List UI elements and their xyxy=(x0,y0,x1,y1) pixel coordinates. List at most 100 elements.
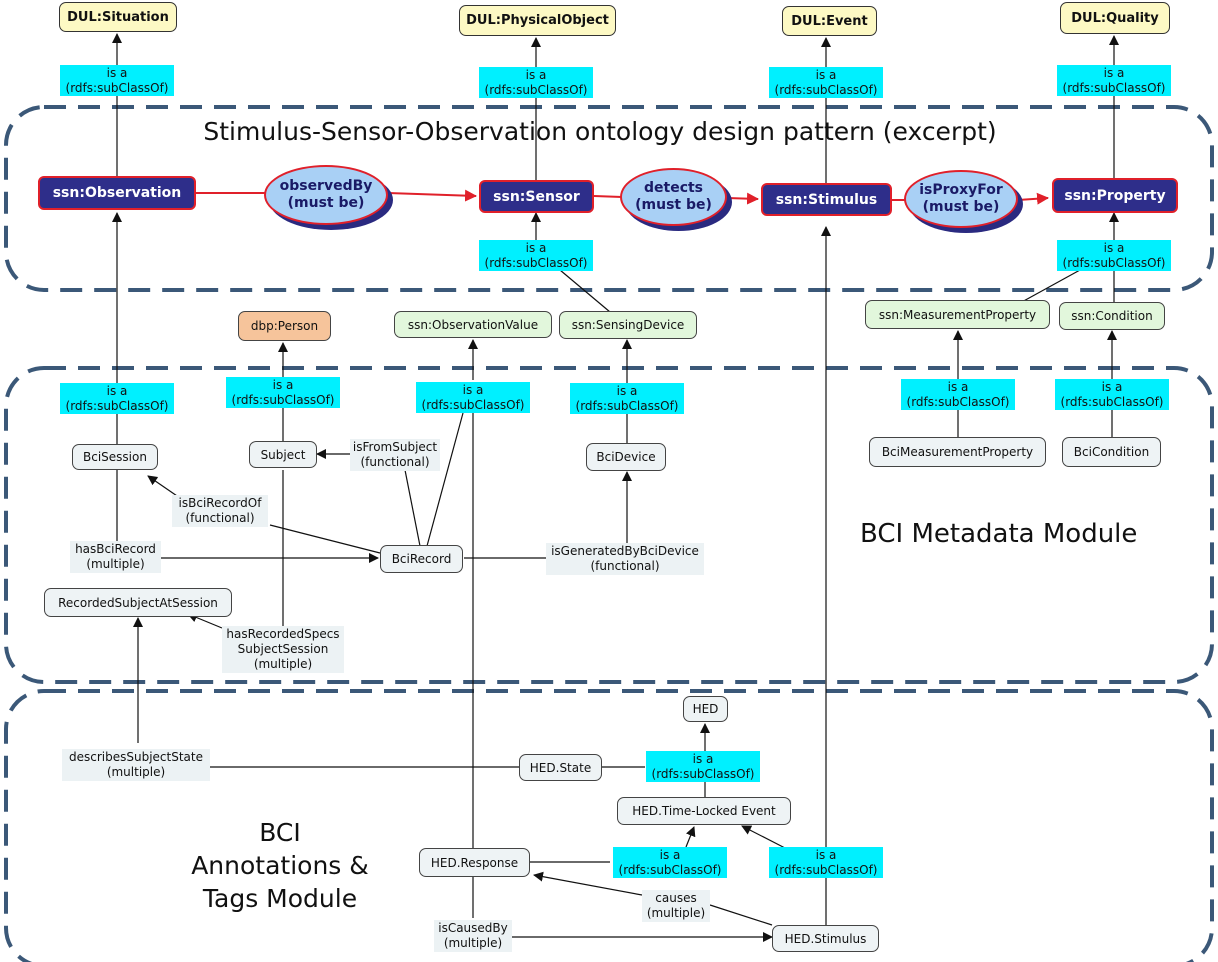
isa-subtext: (rdfs:subClassOf) xyxy=(774,862,878,877)
isa-text: is a xyxy=(1101,379,1123,394)
isa-text: is a xyxy=(272,377,294,392)
isa-text: is a xyxy=(106,65,128,80)
bcidevice-node[interactable]: BciDevice xyxy=(586,443,666,471)
isa-label: is a(rdfs:subClassOf) xyxy=(1057,240,1171,271)
isa-subtext: (rdfs:subClassOf) xyxy=(65,80,169,95)
property-cardinality: (functional) xyxy=(590,559,660,573)
property-cardinality: (multiple) xyxy=(106,765,166,779)
isa-subtext: (rdfs:subClassOf) xyxy=(618,862,722,877)
hed-state-node[interactable]: HED.State xyxy=(519,754,602,781)
isa-subtext: (rdfs:subClassOf) xyxy=(1062,255,1166,270)
isa-label: is a(rdfs:subClassOf) xyxy=(226,377,340,408)
isa-subtext: (rdfs:subClassOf) xyxy=(906,394,1010,409)
ssn-property-node[interactable]: ssn:Property xyxy=(1052,178,1178,213)
isa-label: is a(rdfs:subClassOf) xyxy=(479,67,593,98)
property-name: hasBciRecord xyxy=(75,542,156,556)
ssn-sensingdevice-node[interactable]: ssn:SensingDevice xyxy=(559,311,697,339)
property-name: isCausedBy xyxy=(438,921,508,935)
bcicondition-node[interactable]: BciCondition xyxy=(1062,437,1161,467)
property-cardinality: (multiple) xyxy=(86,557,145,571)
property-name: describesSubjectState xyxy=(69,750,203,764)
ssn-measurementproperty-node[interactable]: ssn:MeasurementProperty xyxy=(865,300,1050,329)
isa-subtext: (rdfs:subClassOf) xyxy=(231,392,335,407)
isfromsubject-label: isFromSubject(functional) xyxy=(350,439,440,471)
isa-label: is a(rdfs:subClassOf) xyxy=(646,751,760,782)
isproxyfor-relation[interactable]: isProxyFor (must be) xyxy=(904,170,1018,228)
isa-label: is a(rdfs:subClassOf) xyxy=(769,847,883,878)
ssn-condition-node[interactable]: ssn:Condition xyxy=(1059,302,1165,330)
bcisession-node[interactable]: BciSession xyxy=(72,444,158,470)
isa-subtext: (rdfs:subClassOf) xyxy=(484,255,588,270)
isa-label: is a(rdfs:subClassOf) xyxy=(1057,65,1171,96)
property-name: isGeneratedByBciDevice xyxy=(551,544,699,558)
property-name: hasRecordedSpecs xyxy=(226,627,340,641)
ssn-stimulus-node[interactable]: ssn:Stimulus xyxy=(761,183,892,216)
isa-subtext: (rdfs:subClassOf) xyxy=(1060,394,1164,409)
isa-text: is a xyxy=(815,847,837,862)
isgeneratedbybcidevice-label: isGeneratedByBciDevice(functional) xyxy=(546,543,704,575)
isa-subtext: (rdfs:subClassOf) xyxy=(651,766,755,781)
bcirecord-node[interactable]: BciRecord xyxy=(380,545,463,573)
dul-physicalobject-node[interactable]: DUL:PhysicalObject xyxy=(459,5,616,36)
isa-text: is a xyxy=(692,751,714,766)
hed-stimulus-node[interactable]: HED.Stimulus xyxy=(772,925,879,952)
subject-node[interactable]: Subject xyxy=(249,441,317,468)
bcimeasurementproperty-node[interactable]: BciMeasurementProperty xyxy=(869,437,1046,467)
isa-text: is a xyxy=(616,383,638,398)
ssn-observationvalue-node[interactable]: ssn:ObservationValue xyxy=(394,311,552,338)
hed-timelocked-event-node[interactable]: HED.Time-Locked Event xyxy=(617,797,791,825)
isa-subtext: (rdfs:subClassOf) xyxy=(575,398,679,413)
dul-quality-node[interactable]: DUL:Quality xyxy=(1060,2,1170,34)
isa-subtext: (rdfs:subClassOf) xyxy=(421,397,525,412)
hed-node[interactable]: HED xyxy=(683,696,728,722)
property-cardinality: (multiple) xyxy=(443,936,503,950)
property-name: causes xyxy=(655,891,697,905)
isa-text: is a xyxy=(106,383,128,398)
hasbcirecord-label: hasBciRecord(multiple) xyxy=(70,541,161,573)
annotations-module-title: BCI Annotations & Tags Module xyxy=(175,816,385,915)
isa-subtext: (rdfs:subClassOf) xyxy=(774,82,878,97)
hed-response-node[interactable]: HED.Response xyxy=(419,848,530,877)
describessubjectstate-label: describesSubjectState(multiple) xyxy=(62,749,210,781)
isa-text: is a xyxy=(947,379,969,394)
isa-label: is a(rdfs:subClassOf) xyxy=(613,847,727,878)
relation-name: isProxyFor xyxy=(919,182,1003,198)
isa-subtext: (rdfs:subClassOf) xyxy=(65,398,169,413)
relation-name: observedBy xyxy=(279,178,373,194)
detects-relation[interactable]: detects (must be) xyxy=(620,168,727,226)
property-cardinality: (multiple) xyxy=(253,657,313,671)
relation-constraint: (must be) xyxy=(922,199,1000,215)
annotations-title-line: Annotations & xyxy=(191,851,369,880)
isa-subtext: (rdfs:subClassOf) xyxy=(1062,80,1166,95)
ssn-pattern-boundary xyxy=(4,105,1214,292)
property-name: isBciRecordOf xyxy=(178,496,262,510)
isa-text: is a xyxy=(1103,240,1125,255)
relation-name: detects xyxy=(643,180,704,196)
isa-text: is a xyxy=(525,240,547,255)
relation-constraint: (must be) xyxy=(635,197,712,213)
ssn-observation-node[interactable]: ssn:Observation xyxy=(38,176,196,210)
observedby-relation[interactable]: observedBy (must be) xyxy=(264,165,388,225)
annotations-title-line: BCI xyxy=(259,818,301,847)
relation-constraint: (must be) xyxy=(287,195,365,211)
dul-event-node[interactable]: DUL:Event xyxy=(782,6,877,36)
property-name: isFromSubject xyxy=(352,440,438,454)
iscausedby-label: isCausedBy(multiple) xyxy=(434,920,512,952)
isbcirecordof-label: isBciRecordOf(functional) xyxy=(172,495,268,527)
ssn-sensor-node[interactable]: ssn:Sensor xyxy=(479,180,594,213)
isa-text: is a xyxy=(659,847,681,862)
isa-text: is a xyxy=(815,67,837,82)
property-cardinality: (multiple) xyxy=(646,906,706,920)
isa-label: is a(rdfs:subClassOf) xyxy=(769,67,883,98)
isa-label: is a(rdfs:subClassOf) xyxy=(1055,379,1169,410)
isa-label: is a(rdfs:subClassOf) xyxy=(901,379,1015,410)
dul-situation-node[interactable]: DUL:Situation xyxy=(59,2,177,32)
isa-label: is a(rdfs:subClassOf) xyxy=(570,383,684,414)
metadata-module-boundary xyxy=(4,366,1214,684)
isa-text: is a xyxy=(462,382,484,397)
recordedsubjectatsession-node[interactable]: RecordedSubjectAtSession xyxy=(44,588,232,617)
isa-text: is a xyxy=(525,67,547,82)
dbp-person-node[interactable]: dbp:Person xyxy=(238,311,331,341)
